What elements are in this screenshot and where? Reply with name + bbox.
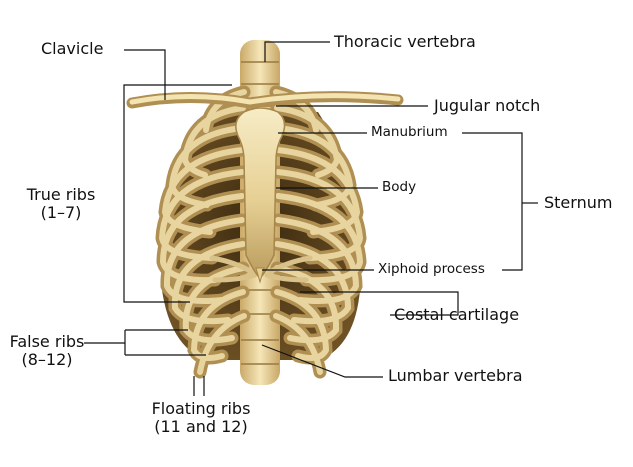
label-lumbar-vertebra: Lumbar vertebra xyxy=(388,366,523,385)
label-true-ribs: True ribs (1–7) xyxy=(16,185,106,223)
leader-lines xyxy=(84,41,538,396)
label-body: Body xyxy=(382,179,417,195)
label-false-ribs: False ribs (8–12) xyxy=(4,332,90,370)
label-manubrium: Manubrium xyxy=(371,124,448,140)
sternum xyxy=(235,107,286,284)
ribs xyxy=(155,85,367,379)
label-floating-ribs: Floating ribs (11 and 12) xyxy=(131,399,271,437)
floating-ribs-range: (11 and 12) xyxy=(154,417,248,437)
label-costal-cartilage: Costal cartilage xyxy=(394,305,520,324)
false-ribs-range: (8–12) xyxy=(21,350,73,370)
label-jugular-notch: Jugular notch xyxy=(434,96,541,115)
label-sternum: Sternum xyxy=(544,193,613,212)
label-thoracic-vertebra: Thoracic vertebra xyxy=(334,32,476,51)
false-ribs-title: False ribs xyxy=(9,332,85,351)
true-ribs-title: True ribs xyxy=(26,185,96,204)
label-clavicle: Clavicle xyxy=(41,39,104,58)
floating-ribs-title: Floating ribs xyxy=(151,399,251,418)
clavicle xyxy=(126,91,404,109)
true-ribs-range: (1–7) xyxy=(40,203,82,223)
label-xiphoid-process: Xiphoid process xyxy=(378,261,485,277)
